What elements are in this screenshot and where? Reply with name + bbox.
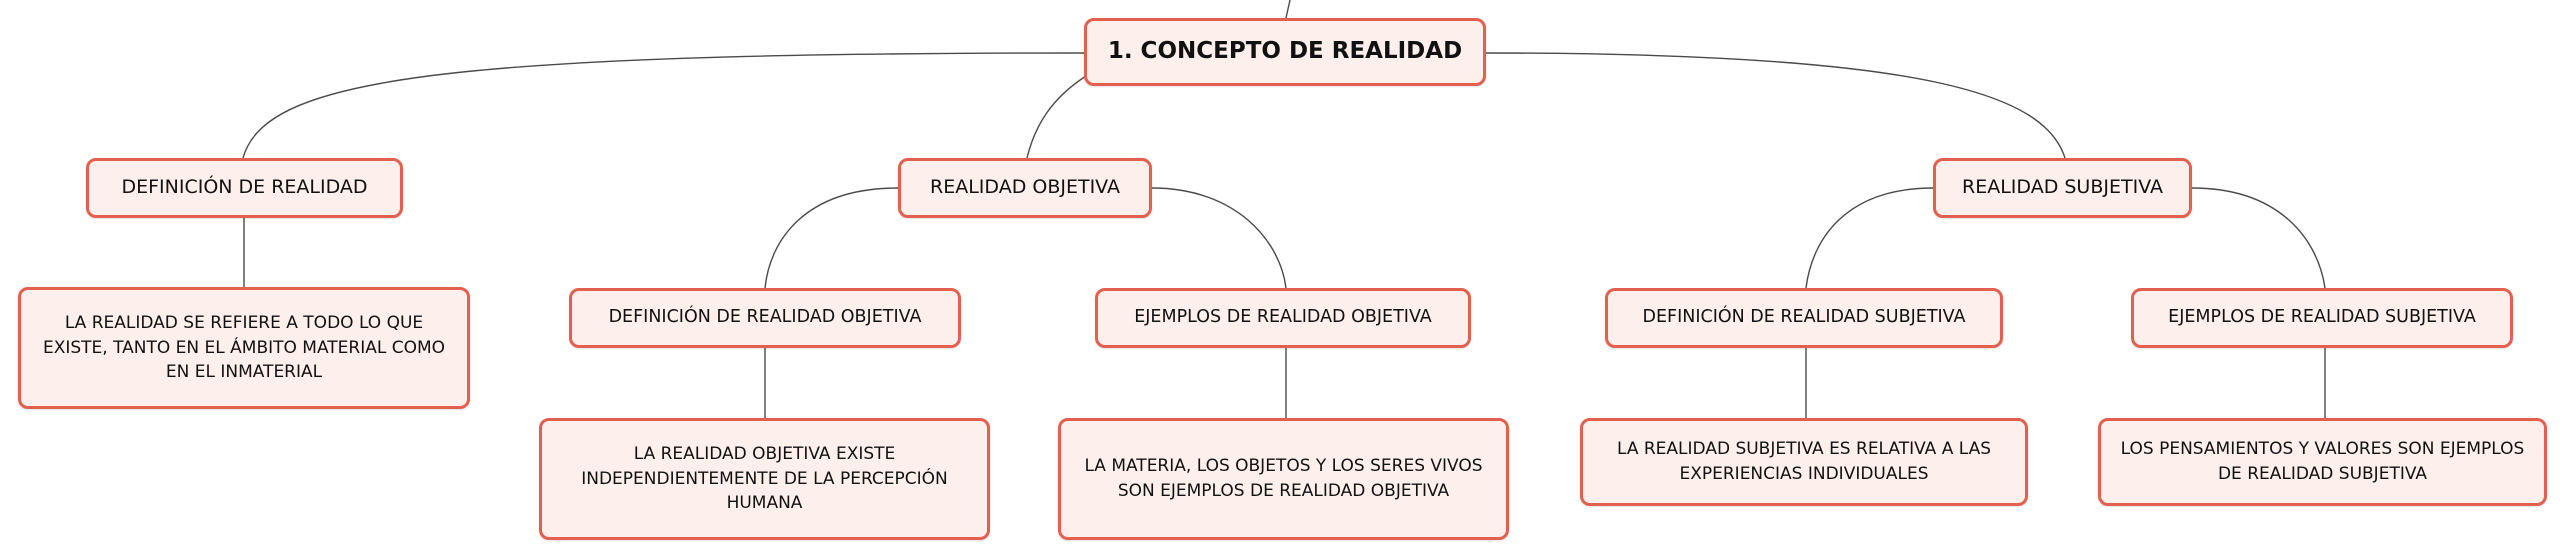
node-realidad-subjetiva-label: REALIDAD SUBJETIVA <box>1962 176 2163 199</box>
leaf-ejemplos-objetiva-text: LA MATERIA, LOS OBJETOS Y LOS SERES VIVO… <box>1084 456 1483 501</box>
node-realidad-objetiva-label: REALIDAD OBJETIVA <box>930 176 1120 199</box>
node-definicion-realidad-label: DEFINICIÓN DE REALIDAD <box>121 176 368 199</box>
node-definicion-subjetiva-label: DEFINICIÓN DE REALIDAD SUBJETIVA <box>1642 307 1966 328</box>
node-realidad-subjetiva[interactable]: REALIDAD SUBJETIVA <box>1933 158 2192 218</box>
leaf-ejemplos-objetiva[interactable]: LA MATERIA, LOS OBJETOS Y LOS SERES VIVO… <box>1058 418 1509 540</box>
root-node[interactable]: 1. CONCEPTO DE REALIDAD <box>1084 18 1486 86</box>
leaf-definicion-objetiva-text: LA REALIDAD OBJETIVA EXISTE INDEPENDIENT… <box>581 444 948 514</box>
connector-root-subjetiva <box>1485 52 2066 159</box>
connector-root-incoming <box>1285 0 1291 19</box>
node-ejemplos-objetiva[interactable]: EJEMPLOS DE REALIDAD OBJETIVA <box>1095 288 1471 348</box>
node-definicion-objetiva[interactable]: DEFINICIÓN DE REALIDAD OBJETIVA <box>569 288 961 348</box>
connector-subjetiva-ejemplos <box>2191 187 2326 289</box>
leaf-definicion-realidad-text: LA REALIDAD SE REFIERE A TODO LO QUE EXI… <box>42 313 446 383</box>
leaf-definicion-realidad[interactable]: LA REALIDAD SE REFIERE A TODO LO QUE EXI… <box>18 287 470 409</box>
node-definicion-realidad[interactable]: DEFINICIÓN DE REALIDAD <box>86 158 403 218</box>
leaf-ejemplos-subjetiva-text: LOS PENSAMIENTOS Y VALORES SON EJEMPLOS … <box>2120 439 2525 484</box>
node-definicion-subjetiva[interactable]: DEFINICIÓN DE REALIDAD SUBJETIVA <box>1605 288 2003 348</box>
connector-root-definicion <box>242 52 1085 159</box>
connector-subjetiva-definicion <box>1805 187 1934 289</box>
leaf-ejemplos-subjetiva[interactable]: LOS PENSAMIENTOS Y VALORES SON EJEMPLOS … <box>2098 418 2547 506</box>
node-ejemplos-subjetiva-label: EJEMPLOS DE REALIDAD SUBJETIVA <box>2168 307 2476 328</box>
node-ejemplos-subjetiva[interactable]: EJEMPLOS DE REALIDAD SUBJETIVA <box>2131 288 2513 348</box>
connector-objetiva-definicion <box>764 187 899 289</box>
connector-root-objetiva <box>1026 75 1087 159</box>
leaf-definicion-subjetiva[interactable]: LA REALIDAD SUBJETIVA ES RELATIVA A LAS … <box>1580 418 2028 506</box>
root-node-label: 1. CONCEPTO DE REALIDAD <box>1107 38 1463 65</box>
node-definicion-objetiva-label: DEFINICIÓN DE REALIDAD OBJETIVA <box>608 307 922 328</box>
connector-objetiva-ejemplos <box>1151 187 1287 289</box>
leaf-definicion-subjetiva-text: LA REALIDAD SUBJETIVA ES RELATIVA A LAS … <box>1616 439 1992 484</box>
node-ejemplos-objetiva-label: EJEMPLOS DE REALIDAD OBJETIVA <box>1134 307 1432 328</box>
leaf-definicion-objetiva[interactable]: LA REALIDAD OBJETIVA EXISTE INDEPENDIENT… <box>539 418 990 540</box>
node-realidad-objetiva[interactable]: REALIDAD OBJETIVA <box>898 158 1152 218</box>
